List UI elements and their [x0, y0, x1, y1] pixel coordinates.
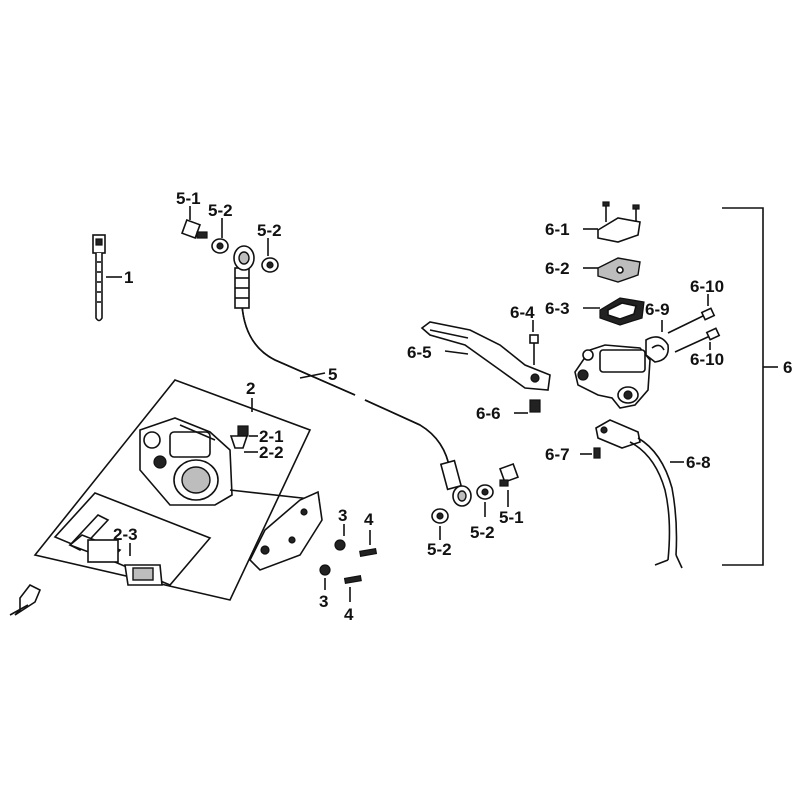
cable-tie-part[interactable]: [92, 234, 106, 322]
brake-pad-box: [53, 492, 212, 586]
label-6-4: 6-4: [510, 303, 535, 322]
switch-screw-part[interactable]: [593, 447, 601, 459]
banjo-bolt-part-upper[interactable]: [181, 219, 208, 239]
label-6-10-upper: 6-10: [690, 277, 724, 296]
label-6-2: 6-2: [545, 259, 570, 278]
sealing-washer-part-lower-a[interactable]: [476, 484, 494, 500]
label-3-upper: 3: [338, 506, 347, 525]
label-6-3: 6-3: [545, 299, 570, 318]
caliper-assembly-box: [33, 379, 312, 601]
washer-part-lower[interactable]: [319, 564, 331, 576]
sealing-washer-part-upper-a[interactable]: [211, 238, 229, 254]
label-3-lower: 3: [319, 592, 328, 611]
label-6-5: 6-5: [407, 343, 432, 362]
washer-part-upper[interactable]: [334, 539, 346, 551]
pivot-bolt-part[interactable]: [529, 334, 539, 365]
label-1: 1: [124, 268, 133, 287]
banjo-bolt-part-lower[interactable]: [499, 463, 519, 487]
label-2-2: 2-2: [259, 443, 284, 462]
bleed-screw-part[interactable]: [229, 425, 249, 449]
label-4-lower: 4: [344, 605, 354, 624]
bolt-part-upper[interactable]: [359, 547, 378, 558]
master-cylinder-part[interactable]: [574, 344, 651, 409]
label-5-2-lower-a: 5-2: [470, 523, 495, 542]
label-5-2-lower-b: 5-2: [427, 540, 452, 559]
reservoir-cap-part[interactable]: [597, 201, 641, 243]
label-6-10-lower: 6-10: [690, 350, 724, 369]
small-bracket-part[interactable]: [9, 583, 42, 616]
brake-pad-part[interactable]: [68, 514, 163, 586]
label-6-6: 6-6: [476, 404, 501, 423]
brake-switch-part[interactable]: [595, 419, 683, 569]
reservoir-plate-part[interactable]: [597, 257, 641, 283]
lever-nut-part[interactable]: [529, 399, 541, 413]
brake-lever-part[interactable]: [420, 321, 551, 391]
label-5-1-upper: 5-1: [176, 189, 201, 208]
label-6-8: 6-8: [686, 453, 711, 472]
brake-caliper-part[interactable]: [139, 417, 321, 506]
label-5-2-upper-b: 5-2: [257, 221, 282, 240]
label-2-3: 2-3: [113, 525, 138, 544]
sealing-washer-part-upper-b[interactable]: [261, 257, 279, 273]
brake-hose-part[interactable]: [233, 245, 472, 507]
label-5: 5: [328, 365, 337, 384]
label-6-9: 6-9: [645, 300, 670, 319]
label-5-1-lower: 5-1: [499, 508, 524, 527]
label-2-1: 2-1: [259, 427, 284, 446]
diaphragm-part[interactable]: [599, 297, 645, 326]
clamp-bolt-part-lower[interactable]: [674, 327, 721, 353]
bolt-part-lower[interactable]: [343, 574, 362, 585]
label-5-2-upper-a: 5-2: [208, 201, 233, 220]
label-4-upper: 4: [364, 510, 374, 529]
caliper-bracket-part[interactable]: [249, 490, 323, 571]
assembly-bracket-6: [722, 207, 764, 566]
handlebar-clamp-part[interactable]: [645, 336, 670, 363]
clamp-bolt-part-upper[interactable]: [667, 307, 716, 334]
label-6-1: 6-1: [545, 220, 570, 239]
sealing-washer-part-lower-b[interactable]: [431, 508, 449, 524]
label-6: 6: [783, 358, 792, 377]
label-2: 2: [246, 379, 255, 398]
label-6-7: 6-7: [545, 445, 570, 464]
